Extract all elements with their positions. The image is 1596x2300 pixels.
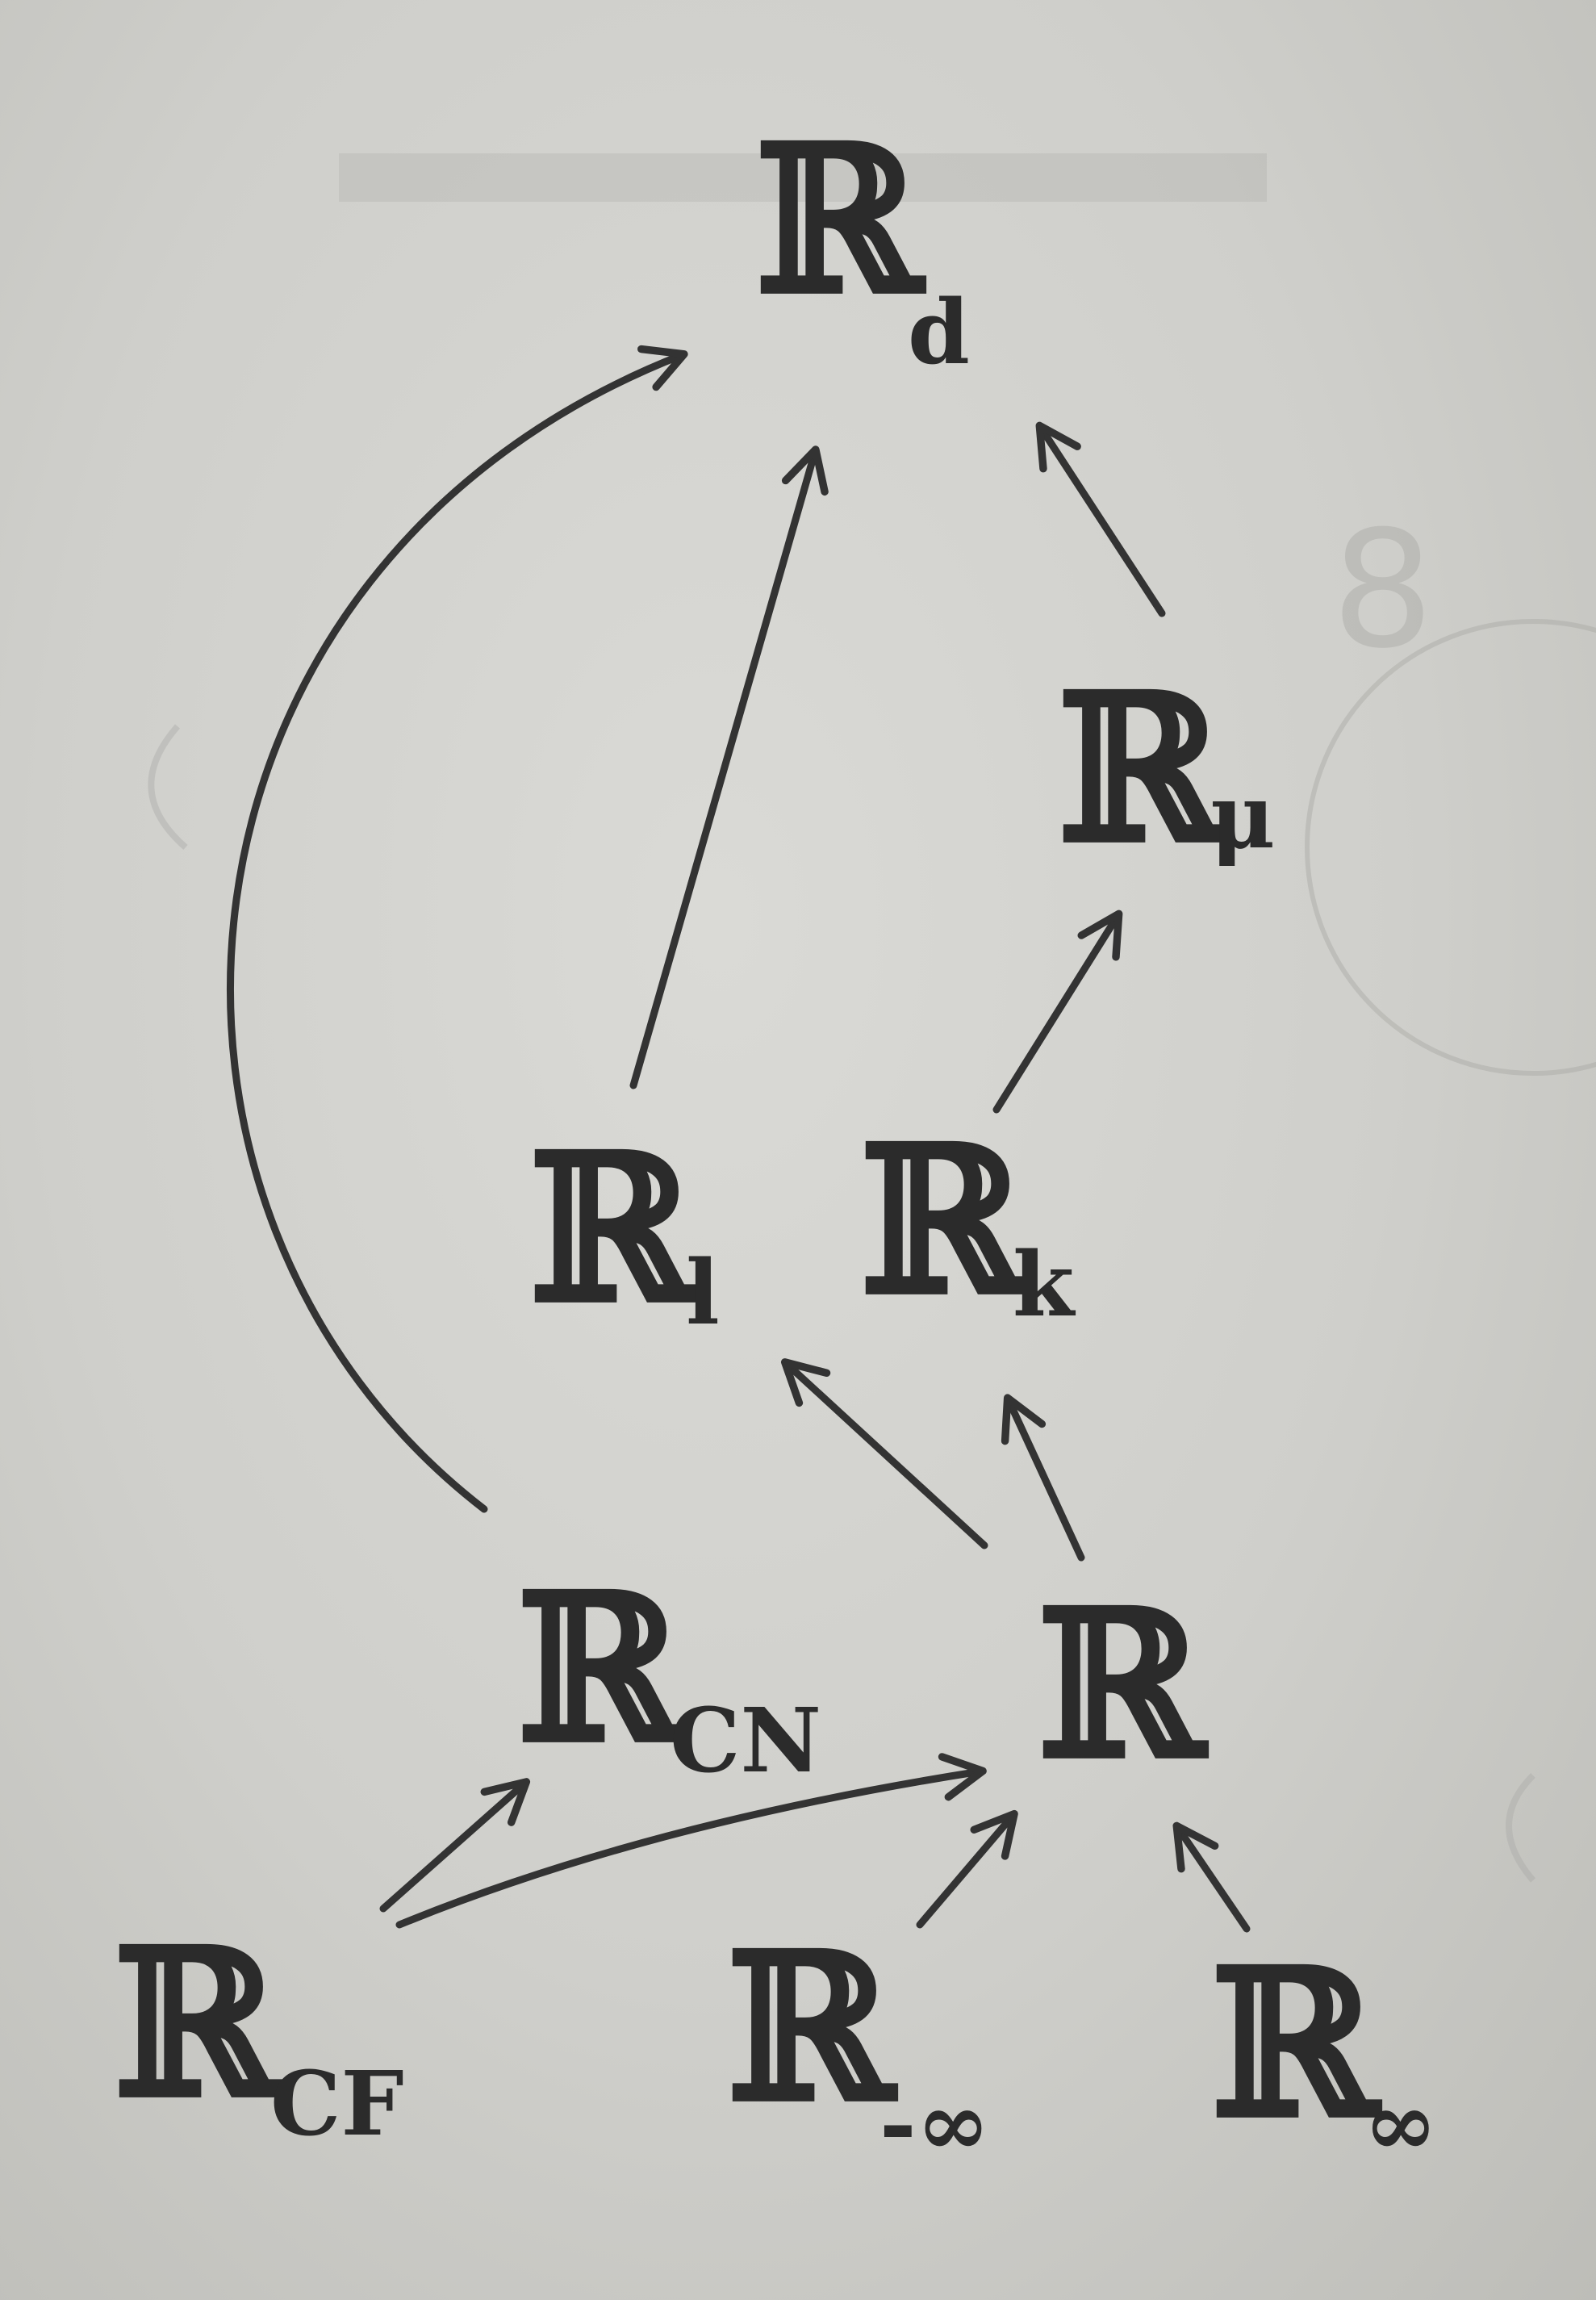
node-r-main: ℝ [1037,1566,1210,1803]
node-rinf-sub: ∞ [1364,2072,1438,2176]
edge-rcn-to-rd [227,345,688,1513]
node-rneginf: ℝ -∞ [726,1909,990,2176]
node-rm: ℝ μ [1057,650,1276,887]
edge-rcf-to-rcn [379,1778,531,1913]
edge-r-to-rk [1001,1394,1085,1562]
node-rk-main: ℝ [859,1102,1032,1339]
edge-rinf-to-r [1172,1821,1251,1933]
edge-rm-to-rd [1035,421,1166,617]
node-rl-main: ℝ [529,1110,701,1347]
node-r: ℝ [1037,1566,1210,1803]
node-rl-sub: l [686,1240,720,1344]
bleed-through: 8 [148,153,1596,1883]
node-rcn-sub: CN [670,1688,821,1792]
node-rinf-main: ℝ [1210,1925,1383,2162]
node-rl: ℝ l [529,1110,720,1347]
edge-rneginf-to-r [916,1809,1018,1929]
node-rm-sub: μ [1210,764,1276,868]
node-rneginf-sub: -∞ [879,2072,990,2176]
node-rd-sub: d [908,280,970,384]
node-layer: ℝ d ℝ μ ℝ l ℝ k ℝ CN ℝ ℝ [113,101,1438,2176]
node-rd-main: ℝ [754,101,927,338]
node-rneginf-main: ℝ [726,1909,899,2146]
edge-r-to-rl [780,1358,988,1549]
node-rcn: ℝ CN [516,1549,821,1792]
node-rk-sub: k [1013,1232,1076,1336]
edge-layer [227,345,1251,1933]
node-rk: ℝ k [859,1102,1076,1339]
node-rd: ℝ d [754,101,970,384]
node-rcf-sub: CF [270,2051,404,2156]
svg-text:8: 8 [1331,496,1434,684]
node-rcf-main: ℝ [113,1905,286,2142]
node-rcf: ℝ CF [113,1905,404,2156]
edge-rl-to-rd [629,445,829,1089]
node-rm-main: ℝ [1057,650,1230,887]
node-rinf: ℝ ∞ [1210,1925,1438,2176]
node-rcn-main: ℝ [516,1549,689,1787]
edge-rcf-to-r [395,1753,987,1929]
edge-rk-to-rm [992,910,1123,1114]
